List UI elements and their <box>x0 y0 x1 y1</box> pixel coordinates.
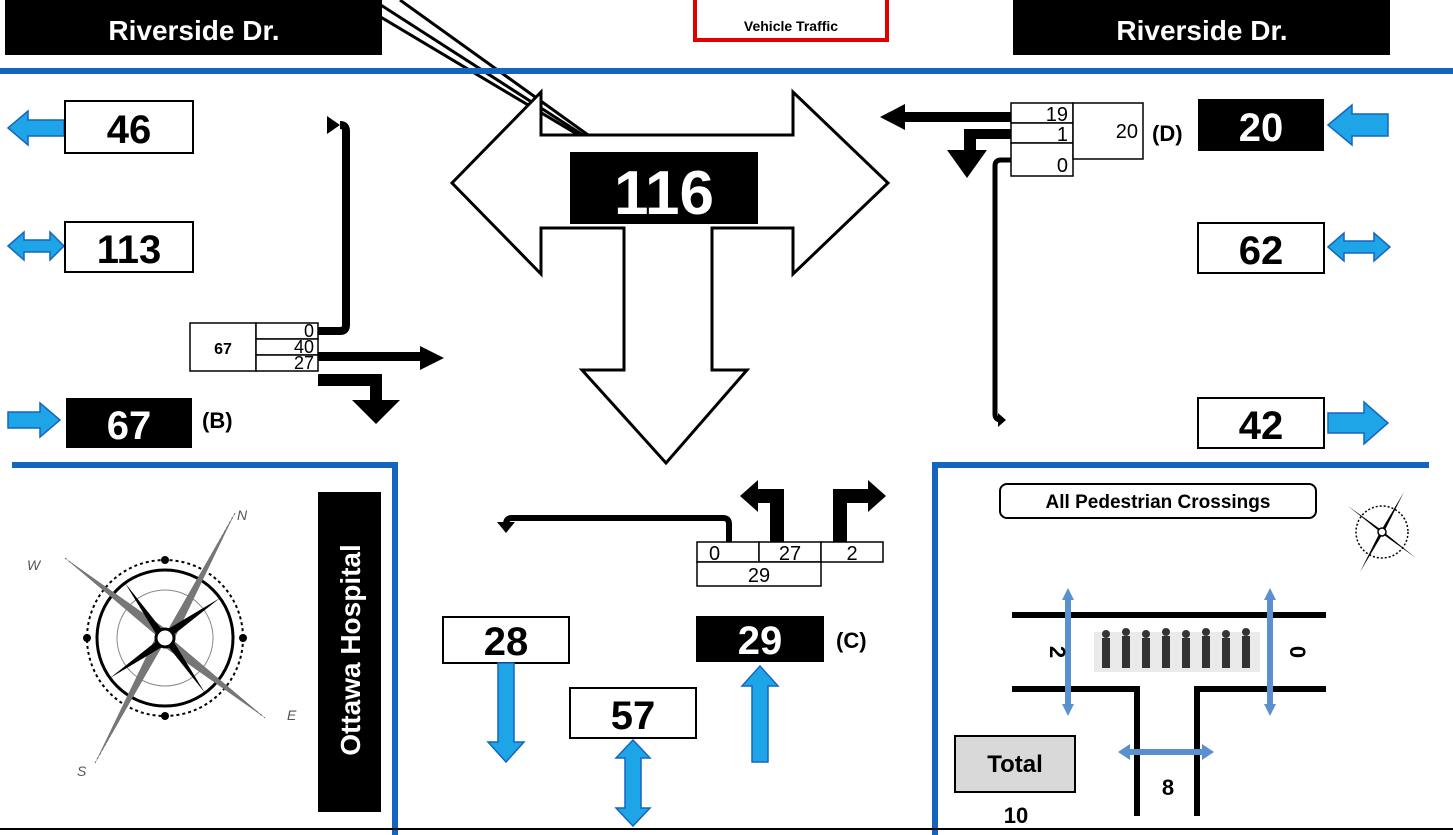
pedestrian-total-label: Total <box>987 751 1043 778</box>
east-two-way-total: 62 <box>1239 229 1284 273</box>
compass-e: E <box>287 707 297 723</box>
west-approach-total: 67 <box>107 404 152 448</box>
legend-pointer <box>351 0 617 157</box>
south-crossing-count: 8 <box>1162 775 1174 800</box>
compass-n: N <box>237 507 248 523</box>
east-road-label: Riverside Dr. <box>1013 0 1390 55</box>
east-approach-label: (D) <box>1152 121 1183 146</box>
north-road-edge <box>0 68 1453 74</box>
south-table-total: 29 <box>748 565 770 587</box>
west-table-total: 67 <box>214 341 232 358</box>
south-movement-arrows <box>497 480 886 542</box>
compass-s: S <box>77 763 87 779</box>
pedestrian-crowd-icon <box>1094 628 1260 672</box>
east-exit-arrow-icon <box>1327 400 1390 446</box>
west-movement-arrows <box>318 116 444 424</box>
west-approach-arrow-icon <box>7 401 62 439</box>
east-table-through: 19 <box>1046 104 1068 126</box>
west-crosswalk-arrow-icon <box>1062 588 1074 716</box>
west-exit-arrow-icon <box>6 109 65 147</box>
west-turn-table: 67 0 40 27 <box>189 321 319 373</box>
center-total: 116 <box>614 159 714 228</box>
east-exit: 42 <box>1197 397 1390 449</box>
east-two-way-arrow-icon <box>1326 231 1392 263</box>
bottom-divider <box>0 828 1453 830</box>
south-approach: 29 (C) <box>696 616 867 763</box>
east-crosswalk-arrow-icon <box>1264 588 1276 716</box>
legend-vehicle-text: Vehicle Traffic <box>744 18 838 34</box>
south-approach-label: (C) <box>836 628 867 653</box>
south-exit-arrow-icon <box>486 662 526 764</box>
west-crossing-count: 2 <box>1045 646 1070 658</box>
west-approach-label: (B) <box>202 408 233 433</box>
south-crosswalk-arrow-icon <box>1118 744 1214 760</box>
center-flow-arrow: 116 <box>449 88 891 466</box>
southwest-corner: Ottawa Hospital <box>12 462 398 835</box>
west-exit: 46 <box>6 100 194 154</box>
south-road-name: Ottawa Hospital <box>335 544 366 756</box>
west-two-way-total: 113 <box>97 228 162 272</box>
vehicle-traffic-legend: Vehicle Traffic <box>693 0 889 42</box>
west-two-way-arrow-icon <box>6 230 66 262</box>
south-table-through: 27 <box>779 543 801 565</box>
west-road-label: Riverside Dr. <box>5 0 382 55</box>
south-two-way-total: 57 <box>611 694 656 738</box>
south-turn-table: 0 27 2 29 <box>696 541 884 587</box>
south-two-way: 57 <box>569 687 697 828</box>
east-approach-arrow-icon <box>1326 103 1389 147</box>
east-approach-total: 20 <box>1239 106 1284 150</box>
south-exit-total: 28 <box>484 620 529 664</box>
pedestrian-panel: All Pedestrian Crossings <box>932 462 1429 835</box>
compass-w: W <box>27 557 42 573</box>
south-table-left: 0 <box>709 543 720 565</box>
west-exit-total: 46 <box>107 108 152 152</box>
west-table-through: 40 <box>294 337 314 357</box>
west-table-left: 0 <box>304 321 314 341</box>
south-table-right: 2 <box>846 543 857 565</box>
south-two-way-arrow-icon <box>614 738 652 828</box>
east-approach: 20 <box>1198 99 1389 151</box>
west-road-name: Riverside Dr. <box>108 15 279 46</box>
east-table-right: 1 <box>1057 124 1068 146</box>
south-exit: 28 <box>442 616 570 764</box>
compass-rose-icon: N E S W <box>27 507 297 779</box>
east-movement-arrows <box>880 104 1011 427</box>
east-turn-table: 19 1 0 20 <box>1010 102 1144 177</box>
east-table-left: 0 <box>1057 155 1068 177</box>
south-approach-arrow-icon <box>740 664 780 763</box>
west-two-way: 113 <box>6 221 194 273</box>
pedestrian-total-value: 10 <box>1004 803 1028 828</box>
east-exit-total: 42 <box>1239 404 1284 448</box>
east-road-name: Riverside Dr. <box>1116 15 1287 46</box>
west-table-right: 27 <box>294 353 314 373</box>
south-approach-total: 29 <box>738 619 783 663</box>
east-crossing-count: 0 <box>1285 646 1310 658</box>
pedestrian-title: All Pedestrian Crossings <box>1046 492 1271 513</box>
small-compass-icon <box>1348 492 1416 572</box>
west-approach: 67 (B) <box>7 398 233 448</box>
east-two-way: 62 <box>1197 222 1392 274</box>
east-table-total: 20 <box>1116 121 1138 143</box>
